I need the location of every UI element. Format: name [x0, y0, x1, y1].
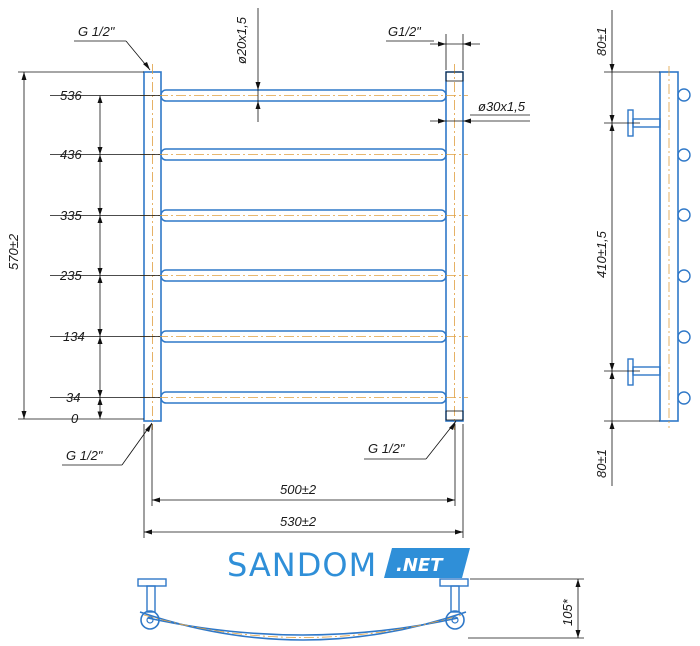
brand-logo: SANDOM .NET: [227, 546, 470, 584]
brand-suffix: .NET: [396, 555, 444, 576]
rung-end: [677, 269, 691, 283]
side-mid-label: 410±1,5: [594, 230, 609, 278]
wall-bracket-bottom: [627, 358, 661, 386]
rung-end: [677, 208, 691, 222]
level-label: 34: [66, 390, 80, 405]
pipe-small-label: ø20x1,5: [234, 16, 249, 64]
level-label: 134: [63, 329, 85, 344]
width-dimensions: 500±2 530±2: [143, 424, 464, 538]
pipe-big-label: ø30x1,5: [478, 99, 526, 114]
level-lines: [50, 95, 160, 420]
thread-label-top-right: G1/2": [388, 24, 422, 39]
depth-label: 105*: [560, 598, 575, 626]
rung-end: [677, 88, 691, 102]
width-outer-label: 530±2: [280, 514, 317, 529]
height-label: 570±2: [6, 233, 21, 270]
level-label: 335: [60, 208, 82, 223]
right-top-cap: [445, 71, 464, 82]
side-bottom-label: 80±1: [594, 449, 609, 478]
side-top-label: 80±1: [594, 27, 609, 56]
top-bracket-right: [439, 578, 469, 587]
rung-end: [677, 391, 691, 405]
rungs: [140, 89, 468, 404]
thread-label-bottom-right: G 1/2": [368, 441, 406, 456]
level-label: 0: [71, 411, 79, 426]
top-bracket-left: [137, 578, 167, 587]
level-label: 235: [59, 268, 82, 283]
right-bottom-cap: [445, 410, 464, 421]
side-view: 80±1 410±1,5 80±1: [594, 10, 691, 486]
top-view: 105*: [137, 578, 584, 641]
width-inner-label: 500±2: [280, 482, 317, 497]
thread-label-bottom-left: G 1/2": [66, 448, 104, 463]
level-label: 436: [60, 147, 82, 162]
rung-end: [677, 148, 691, 162]
plan-riser-right: [445, 610, 465, 630]
thread-label-top-left: G 1/2": [78, 24, 116, 39]
brand-badge: [384, 548, 470, 578]
height-dimension: 570±2: [6, 71, 144, 420]
rung-levels: 536 436 335 235 134 34 0: [59, 88, 85, 426]
curved-rail-inner: [147, 617, 459, 636]
plan-riser-left: [140, 610, 160, 630]
front-view: 536 436 335 235 134 34 0 570±2 G 1/2" G1…: [6, 8, 530, 538]
pipe-callouts: ø20x1,5 ø30x1,5: [234, 8, 530, 124]
thread-labels: G 1/2" G1/2" G 1/2" G 1/2": [62, 24, 480, 466]
rung-end: [677, 330, 691, 344]
level-label: 536: [60, 88, 82, 103]
brand-main: SANDOM: [227, 546, 377, 584]
